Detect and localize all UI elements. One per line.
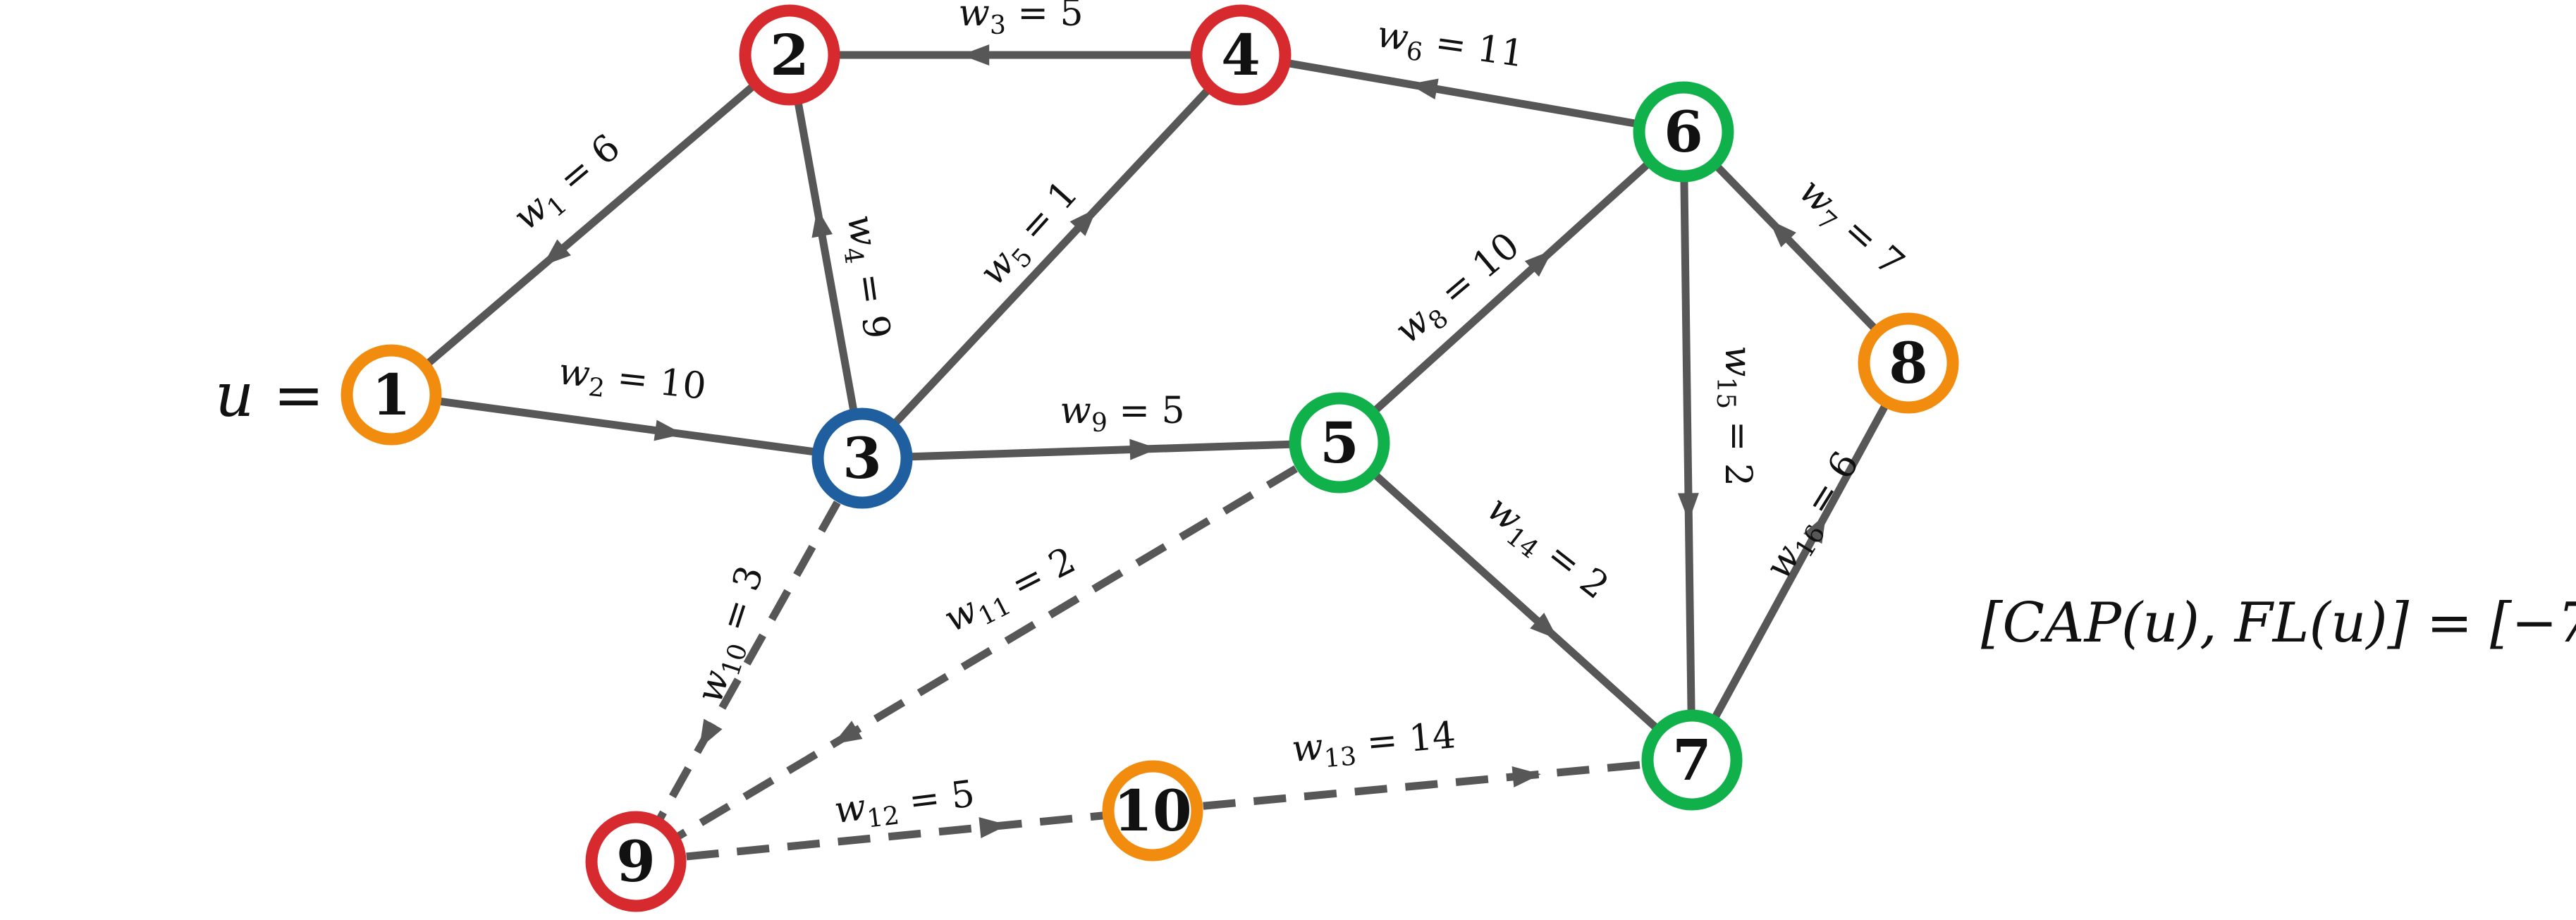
- node-6: 6: [1633, 81, 1734, 183]
- arrowhead-icon: [1129, 438, 1158, 460]
- edge-weight-label: w10 = 3: [688, 560, 777, 709]
- edge-weight-label: w1 = 6: [505, 126, 632, 243]
- edge-line: [859, 52, 1244, 461]
- node-ring: [811, 407, 913, 509]
- node-ring: [1633, 81, 1734, 183]
- node-label: 4: [1221, 22, 1261, 88]
- edge-line: [1681, 129, 1911, 366]
- arrowhead-icon: [542, 239, 571, 266]
- cap-fl-formula: [CAP(u), FL(u)] = [−7, 8]: [1981, 591, 2576, 655]
- edge-2-1: w1 = 6: [388, 51, 792, 398]
- edge-weight-label: w15 = 2: [1711, 345, 1759, 486]
- arrowhead-icon: [1511, 766, 1541, 787]
- node-ring: [341, 344, 442, 446]
- arrowhead-icon: [961, 44, 990, 66]
- node-label: 1: [372, 362, 411, 428]
- edge-8-6: w7 = 7: [1681, 129, 1912, 366]
- arrowhead-icon: [654, 419, 684, 441]
- node-ring: [1102, 760, 1203, 861]
- arrowhead-icon: [1769, 219, 1796, 247]
- node-ring: [1858, 312, 1959, 414]
- edge-line: [1152, 756, 1693, 815]
- edge-weight-label: w16 = 6: [1757, 444, 1872, 589]
- arrowhead-icon: [1409, 78, 1439, 100]
- edge-line: [635, 806, 1153, 866]
- edge-line: [1688, 361, 1912, 762]
- edge-line: [1337, 128, 1686, 446]
- edge-3-2: w4 = 9: [785, 54, 898, 459]
- edge-weight-label: w14 = 2: [1476, 487, 1617, 612]
- edge-weight-label: w4 = 9: [833, 212, 898, 343]
- edge-line: [785, 54, 866, 459]
- edge-line: [861, 438, 1340, 462]
- node-3: 3: [811, 407, 913, 509]
- node-label: 8: [1889, 330, 1928, 396]
- arrowhead-icon: [1677, 493, 1699, 522]
- node-label: 5: [1320, 410, 1359, 476]
- edge-line: [1240, 51, 1684, 136]
- node-2: 2: [739, 4, 840, 106]
- edge-weight-label: w12 = 5: [832, 773, 978, 838]
- edge-5-6: w8 = 10: [1337, 128, 1686, 446]
- arrowhead-icon: [1069, 208, 1097, 236]
- edge-weight-label: w13 = 14: [1290, 714, 1458, 776]
- node-4: 4: [1190, 4, 1292, 106]
- vertex-u-label: u =: [215, 360, 324, 431]
- edge-9-10: w12 = 5: [635, 773, 1153, 866]
- arrowhead-icon: [979, 817, 1008, 838]
- edge-3-5: w9 = 5: [861, 390, 1340, 462]
- nodes: 1 2 3 4 5 6 7 8 9 10: [341, 4, 1959, 912]
- node-label: 9: [616, 828, 656, 895]
- edge-weight-label: w2 = 10: [556, 350, 708, 414]
- node-ring: [739, 4, 840, 106]
- node-7: 7: [1641, 709, 1743, 811]
- node-8: 8: [1858, 312, 1959, 414]
- edge-6-7: w15 = 2: [1677, 131, 1759, 761]
- node-label: 2: [770, 22, 809, 88]
- node-label: 7: [1672, 727, 1712, 793]
- edge-weight-label: w7 = 7: [1787, 170, 1912, 289]
- edge-weight-label: w6 = 11: [1373, 13, 1527, 82]
- node-1: 1: [341, 344, 442, 446]
- node-10: 10: [1102, 760, 1203, 861]
- edge-line: [1337, 439, 1695, 763]
- node-ring: [585, 811, 687, 912]
- node-5: 5: [1289, 392, 1390, 493]
- arrowhead-icon: [1803, 513, 1827, 544]
- arrowhead-icon: [833, 720, 863, 744]
- node-ring: [1289, 392, 1390, 493]
- edge-4-2: w3 = 5: [790, 0, 1241, 66]
- arrowhead-icon: [1524, 250, 1553, 277]
- edge-3-9: w10 = 3: [632, 456, 866, 864]
- edge-1-3: w2 = 10: [391, 350, 863, 462]
- edge-line: [1679, 131, 1696, 761]
- node-label: 6: [1664, 99, 1703, 165]
- edge-line: [391, 391, 863, 462]
- edge-line: [632, 456, 866, 864]
- edge-5-7: w14 = 2: [1337, 439, 1695, 763]
- edge-6-4: w6 = 11: [1240, 13, 1684, 136]
- node-label: 10: [1113, 778, 1191, 844]
- edge-weight-label: w9 = 5: [1060, 390, 1184, 438]
- node-ring: [1190, 4, 1292, 106]
- arrowhead-icon: [811, 208, 833, 238]
- node-label: 3: [842, 425, 882, 491]
- edge-weight-label: w3 = 5: [958, 0, 1083, 40]
- edge-line: [634, 439, 1342, 865]
- node-9: 9: [585, 811, 687, 912]
- edge-10-7: w13 = 14: [1152, 714, 1693, 815]
- node-ring: [1641, 709, 1743, 811]
- arrowhead-icon: [1530, 613, 1558, 639]
- edge-weight-label: w11 = 2: [938, 539, 1085, 646]
- arrowhead-icon: [699, 718, 723, 749]
- edge-line: [388, 51, 792, 398]
